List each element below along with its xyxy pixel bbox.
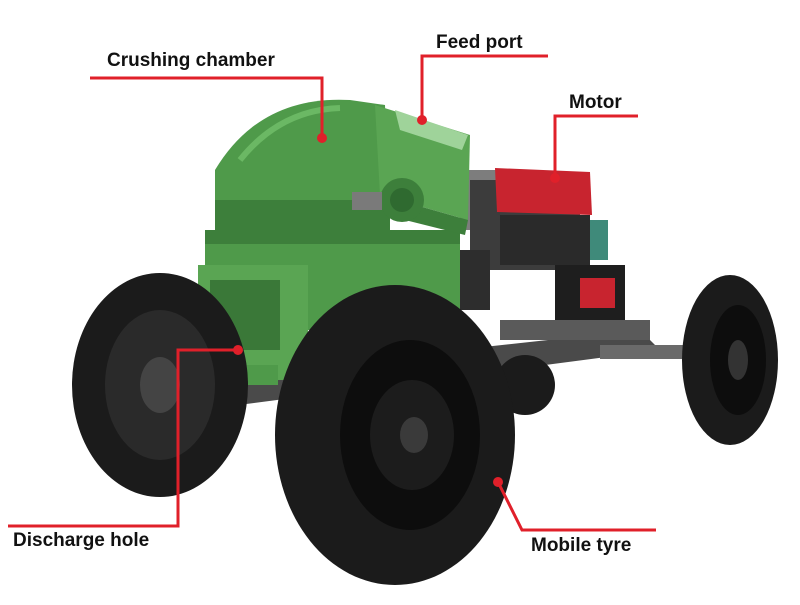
callout-line-feed-port [420, 54, 548, 120]
front-right-wheel [275, 285, 515, 585]
label-motor: Motor [569, 92, 622, 113]
callout-dot-mobile-tyre [493, 477, 503, 487]
label-mobile-tyre: Mobile tyre [531, 535, 632, 556]
rear-right-wheel [682, 275, 778, 445]
label-feed-port: Feed port [436, 32, 523, 53]
label-discharge-hole: Discharge hole [13, 530, 150, 551]
crushing-chamber-drum [215, 99, 390, 235]
callout-line-discharge-hole [8, 348, 238, 528]
callout-line-crushing-chamber [90, 76, 324, 138]
callout-dot-discharge-hole [233, 345, 243, 355]
callout-line-mobile-tyre [496, 481, 656, 532]
callout-lines [8, 54, 656, 532]
callout-dot-motor [550, 173, 560, 183]
callout-line-motor [553, 114, 638, 178]
callout-dots [233, 115, 560, 487]
bearing-housing [352, 178, 424, 222]
callout-dot-feed-port [417, 115, 427, 125]
engine [430, 168, 625, 320]
front-left-wheel [72, 273, 248, 497]
label-crushing-chamber: Crushing chamber [107, 50, 275, 71]
callout-dot-crushing-chamber [317, 133, 327, 143]
